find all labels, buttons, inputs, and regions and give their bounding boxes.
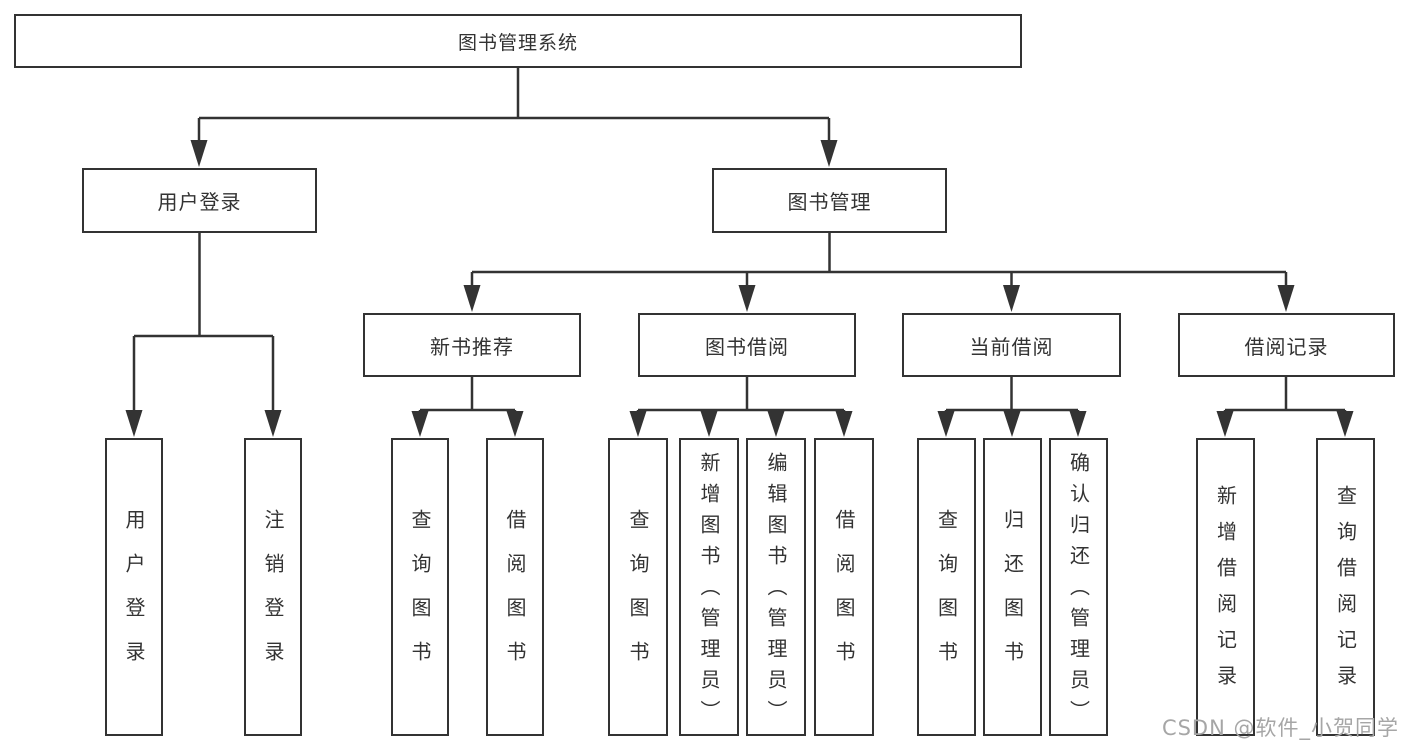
node-leaf-return-book: 归还图书 bbox=[983, 438, 1042, 736]
csdn-watermark: CSDN @软件_小贺同学 bbox=[1161, 716, 1399, 740]
node-new-book-recommend: 新书推荐 bbox=[363, 313, 581, 377]
node-leaf-borrow-books-1: 借阅图书 bbox=[486, 438, 544, 736]
node-leaf-query-books-2: 查询图书 bbox=[608, 438, 668, 736]
node-leaf-add-borrow-record: 新增借阅记录 bbox=[1196, 438, 1255, 736]
node-book-management: 图书管理 bbox=[712, 168, 947, 233]
node-leaf-add-book-admin-label: 新增图书（管理员） bbox=[697, 451, 721, 731]
node-leaf-add-borrow-record-label: 新增借阅记录 bbox=[1213, 485, 1238, 701]
node-new-book-recommend-label: 新书推荐 bbox=[430, 334, 514, 359]
node-book-borrow: 图书借阅 bbox=[638, 313, 856, 377]
node-root-label: 图书管理系统 bbox=[457, 31, 578, 54]
node-book-borrow-label: 图书借阅 bbox=[705, 334, 789, 359]
node-leaf-borrow-books-1-label: 借阅图书 bbox=[503, 509, 527, 685]
node-leaf-query-books-3-label: 查询图书 bbox=[934, 509, 959, 685]
node-leaf-query-books-3: 查询图书 bbox=[917, 438, 976, 736]
node-book-management-label: 图书管理 bbox=[787, 190, 872, 214]
node-leaf-edit-book-admin: 编辑图书（管理员） bbox=[746, 438, 806, 736]
node-leaf-query-borrow-record-label: 查询借阅记录 bbox=[1333, 485, 1358, 701]
node-leaf-logout-label: 注销登录 bbox=[261, 509, 285, 685]
node-user-login-label: 用户登录 bbox=[157, 190, 242, 214]
node-leaf-add-book-admin: 新增图书（管理员） bbox=[679, 438, 739, 736]
node-leaf-confirm-return-admin-label: 确认归还（管理员） bbox=[1066, 451, 1091, 731]
node-leaf-logout: 注销登录 bbox=[244, 438, 302, 736]
node-leaf-user-login-label: 用户登录 bbox=[122, 509, 146, 685]
node-current-borrow-label: 当前借阅 bbox=[969, 334, 1054, 359]
node-leaf-query-borrow-record: 查询借阅记录 bbox=[1316, 438, 1375, 736]
node-current-borrow: 当前借阅 bbox=[902, 313, 1121, 377]
node-borrow-records-label: 借阅记录 bbox=[1244, 334, 1329, 359]
node-leaf-return-book-label: 归还图书 bbox=[1000, 509, 1025, 685]
node-root-system: 图书管理系统 bbox=[14, 14, 1022, 68]
node-borrow-records: 借阅记录 bbox=[1178, 313, 1395, 377]
node-leaf-user-login: 用户登录 bbox=[105, 438, 163, 736]
node-leaf-borrow-books-2: 借阅图书 bbox=[814, 438, 874, 736]
arrowhead-icons bbox=[125, 140, 1354, 437]
node-leaf-confirm-return-admin: 确认归还（管理员） bbox=[1049, 438, 1108, 736]
node-leaf-query-books-1-label: 查询图书 bbox=[408, 509, 432, 685]
node-leaf-edit-book-admin-label: 编辑图书（管理员） bbox=[764, 451, 788, 731]
node-user-login: 用户登录 bbox=[82, 168, 317, 233]
node-leaf-query-books-2-label: 查询图书 bbox=[626, 509, 650, 685]
node-leaf-borrow-books-2-label: 借阅图书 bbox=[832, 509, 856, 685]
node-leaf-query-books-1: 查询图书 bbox=[391, 438, 449, 736]
